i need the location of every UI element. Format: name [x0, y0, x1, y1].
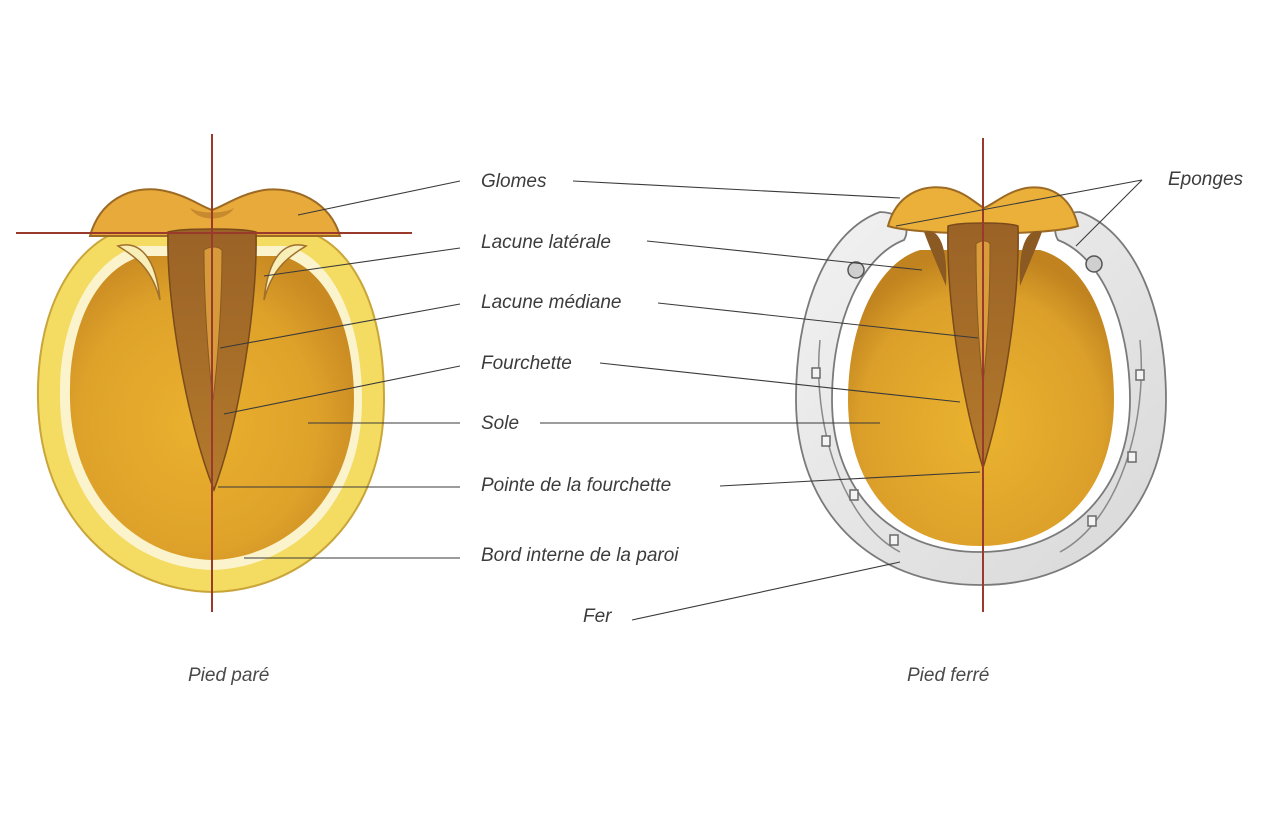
leader-fer	[631, 561, 901, 621]
caption-pied-pare: Pied paré	[188, 665, 270, 686]
leader-pointe-right	[719, 471, 981, 487]
pied-ferre-drawing	[795, 138, 1167, 612]
nail-holes	[811, 367, 1145, 546]
leader-lacune-mediane-right	[657, 302, 979, 339]
leader-lines	[218, 179, 1143, 621]
leader-fourchette-left	[223, 365, 461, 415]
label-fer: Fer	[583, 606, 612, 627]
leader-lacune-laterale-right	[646, 240, 923, 271]
label-lacune-laterale: Lacune latérale	[481, 232, 611, 253]
label-bord-interne-paroi: Bord interne de la paroi	[481, 545, 679, 566]
label-lacune-mediane: Lacune médiane	[481, 292, 622, 313]
label-pointe-fourchette: Pointe de la fourchette	[481, 475, 672, 496]
label-sole: Sole	[481, 413, 520, 434]
lacune-laterale-ferre-right	[1019, 231, 1042, 286]
lacune-laterale-ferre-left	[924, 231, 947, 286]
leader-lacune-mediane-left	[219, 303, 461, 349]
label-glomes: Glomes	[481, 171, 547, 192]
stud-right	[1085, 255, 1103, 273]
label-eponges: Eponges	[1168, 169, 1244, 190]
leader-glomes-left	[297, 180, 461, 216]
leader-lacune-laterale-left	[263, 247, 461, 277]
leader-eponges-left	[895, 179, 1143, 227]
lacune-laterale-left	[116, 244, 161, 301]
label-fourchette: Fourchette	[481, 353, 572, 374]
leader-fourchette-right	[599, 362, 961, 403]
pied-pare-drawing	[16, 134, 412, 612]
leader-eponges-right	[1075, 179, 1143, 247]
leader-glomes-right	[572, 180, 901, 199]
caption-pied-ferre: Pied ferré	[907, 665, 990, 686]
stud-left	[847, 261, 865, 279]
lacune-laterale-right	[263, 244, 308, 301]
